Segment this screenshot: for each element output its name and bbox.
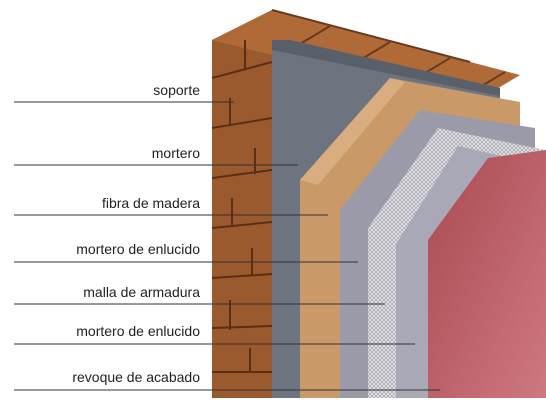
layer-label: malla de armadura: [83, 284, 200, 300]
layer-label: mortero de enlucido: [76, 323, 200, 339]
layer-label: soporte: [153, 82, 200, 98]
label-mortero-de-enlucido: mortero de enlucido: [14, 241, 358, 263]
layer-label: mortero: [152, 145, 200, 161]
layer-label-group: soporte mortero fibra de madera mortero …: [14, 82, 440, 391]
finish-render-layer: [428, 150, 546, 398]
layer-label: revoque de acabado: [72, 369, 200, 385]
layer-label: mortero de enlucido: [76, 241, 200, 257]
label-mortero-de-enlucido-2: mortero de enlucido: [14, 323, 415, 345]
label-malla-de-armadura: malla de armadura: [14, 284, 385, 305]
label-fibra-de-madera: fibra de madera: [14, 195, 328, 216]
label-mortero: mortero: [14, 145, 298, 166]
label-revoque-de-acabado: revoque de acabado: [14, 369, 440, 391]
layer-label: fibra de madera: [102, 195, 200, 211]
label-soporte: soporte: [14, 82, 234, 103]
